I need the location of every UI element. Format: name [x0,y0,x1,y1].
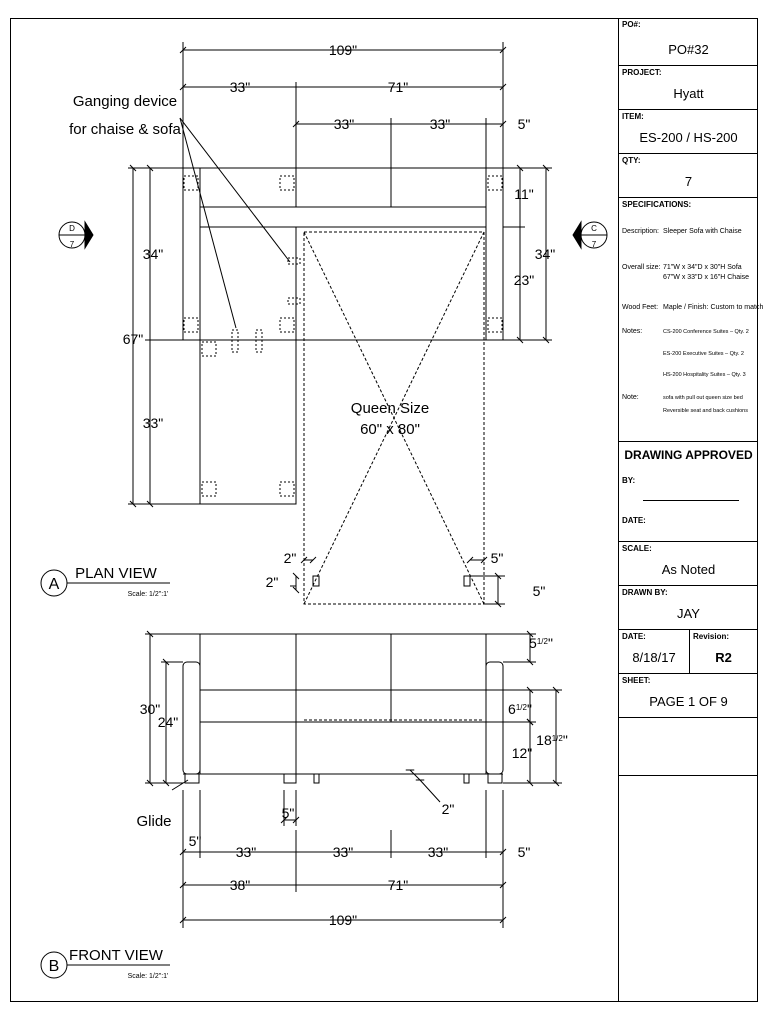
dim-right-mid: 23" [514,272,535,288]
plan-view-label: PLAN VIEW [75,565,158,582]
dim-front-seat-b: 33" [333,844,354,860]
dim-leg-w: 5" [282,805,295,821]
section-c-top: C [591,224,597,233]
bed-size-line1: Queen Size [351,400,429,417]
dim-sofa-width: 71" [388,79,409,95]
tb-specifications: SPECIFICATIONS: Description: Sleeper Sof… [619,198,763,442]
dim-mid-right: 61/2" [508,701,532,717]
item-value: ES-200 / HS-200 [639,130,738,145]
dim-top-right: 51/2" [529,635,553,651]
section-marker-d [58,220,94,250]
drawing-sheet [10,18,758,1002]
dim-front-sofa-w: 71" [388,877,409,893]
dim-left-total: 67" [123,331,144,347]
dim-chaise-width: 33" [230,79,251,95]
dim-bed-gap-left-h: 2" [284,550,297,566]
ganging-annotation-line2: for chaise & sofa [69,121,181,138]
dim-right-total: 34" [535,246,556,262]
dim-leg-gap: 2" [442,801,455,817]
dim-arm-right: 5" [518,844,531,860]
dim-seat-b: 33" [430,116,451,132]
section-marker-c [572,220,608,250]
scale-value: As Noted [661,562,716,577]
dim-front-seat-c: 33" [428,844,449,860]
dim-right-top: 11" [514,186,534,202]
front-view-dimensions [145,630,562,928]
dim-arm: 5" [518,116,531,132]
tb-item: ITEM: ES-200 / HS-200 [619,110,758,154]
dim-seat-a: 33" [334,116,355,132]
tb-drawn-by: DRAWN BY: JAY [619,586,758,630]
section-c-bottom: 7 [592,240,597,249]
glide-label: Glide [136,813,171,830]
dim-front-seat-a: 33" [236,844,257,860]
sheet-value: PAGE 1 OF 9 [649,694,728,709]
tb-sheet: SHEET: PAGE 1 OF 9 [619,674,758,718]
dim-front-total-w: 109" [329,912,357,928]
revision-value: R2 [715,650,732,665]
dim-seat-h: 12" [512,745,533,761]
dim-bed-gap-right-h: 5" [491,550,504,566]
front-view-sofa [171,633,504,791]
qty-value: 7 [684,174,693,189]
tb-scale: SCALE: As Noted [619,542,758,586]
plan-view-letter: A [49,576,60,593]
dim-bed-gap-right-v: 5" [533,583,546,599]
dim-arm-left: 5" [189,833,202,849]
plan-view-scale: Scale: 1/2":1' [128,591,169,598]
title-block: PO#: PO#32 PROJECT: Hyatt ITEM: ES-200 /… [618,18,763,1002]
ganging-annotation-line1: Ganging device [73,93,177,110]
dim-bed-gap-left-v: 2" [266,574,279,590]
tb-po: PO#: PO#32 [619,18,758,66]
date-value: 8/18/17 [632,650,676,665]
dim-height-total: 30" [140,701,161,717]
plan-view-sofa [182,167,504,605]
approved-heading: DRAWING APPROVED [624,448,753,462]
signature-line [643,500,739,501]
front-view-label: FRONT VIEW [69,947,164,964]
section-d-bottom: 7 [70,240,75,249]
dim-left-lower: 33" [143,415,164,431]
tb-project: PROJECT: Hyatt [619,66,758,110]
tb-approval: DRAWING APPROVED BY: DATE: [619,442,758,542]
drawn-value: JAY [677,606,700,621]
section-d-top: D [69,224,75,233]
front-view-scale: Scale: 1/2":1' [128,973,169,980]
tb-date-revision: DATE: 8/18/17 Revision: R2 [619,630,758,674]
dim-height-back: 24" [158,714,179,730]
dim-total-width: 109" [329,42,357,58]
bed-size-line2: 60" x 80" [360,421,420,438]
dim-outer-h: 181/2" [536,732,568,748]
front-view-letter: B [49,958,60,975]
dim-left-upper: 34" [143,246,164,262]
tb-blank [619,718,758,776]
tb-qty: QTY: 7 [619,154,758,198]
po-value: PO#32 [668,42,709,57]
plan-view-dimensions [128,42,552,608]
dim-chaise-w: 38" [230,877,251,893]
project-value: Hyatt [673,86,704,101]
